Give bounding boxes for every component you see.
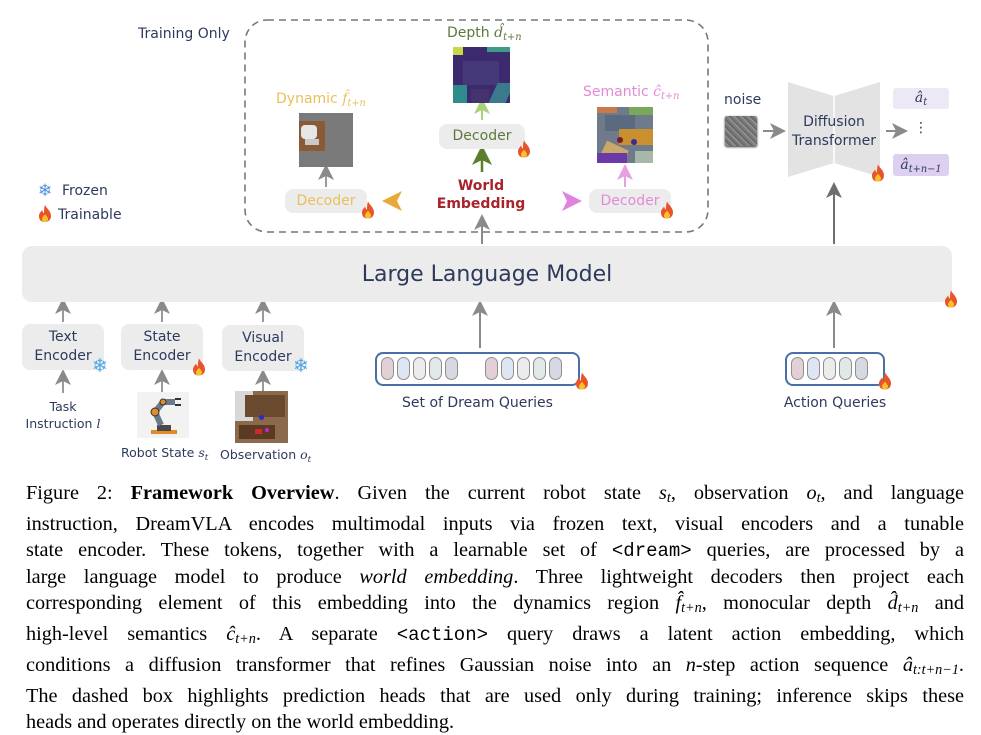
- dynamic-head-title: Dynamic f̂t+n: [276, 91, 366, 109]
- caption-line-4: large language model to produce world em…: [26, 566, 964, 588]
- action-output-ellipsis: ⋮: [914, 120, 928, 136]
- snowflake-icon: ❄: [92, 355, 108, 377]
- dream-query-group-2: [485, 357, 565, 380]
- fire-icon: [879, 372, 891, 390]
- query-token: [517, 357, 530, 380]
- query-token: [855, 357, 868, 380]
- training-only-box: [244, 19, 709, 233]
- query-token: [381, 357, 394, 380]
- fire-icon: [872, 164, 884, 182]
- query-token: [485, 357, 498, 380]
- caption-line-5: corresponding element of this embedding …: [26, 592, 964, 616]
- query-token: [807, 357, 820, 380]
- legend-frozen-label: Frozen: [62, 183, 108, 199]
- legend-trainable-label: Trainable: [58, 207, 122, 223]
- fire-icon: [661, 201, 673, 219]
- fire-icon: [38, 204, 58, 226]
- action-output-first: ât: [893, 88, 949, 109]
- action-queries-label: Action Queries: [783, 395, 887, 411]
- action-output-last: ât+n−1: [893, 154, 949, 176]
- query-token: [533, 357, 546, 380]
- snowflake-icon: ❄: [293, 355, 309, 377]
- dream-queries-label: Set of Dream Queries: [402, 395, 553, 411]
- semantic-head-title: Semantic ĉt+n: [583, 84, 680, 102]
- semantic-prediction-image: [597, 107, 653, 163]
- dream-queries-box: [375, 352, 580, 386]
- large-language-model: Large Language Model: [22, 246, 952, 302]
- caption-line-6: high-level semantics ĉt+n. A separate <a…: [26, 623, 964, 647]
- caption-line-3: state encoder. These tokens, together wi…: [26, 539, 964, 562]
- caption-line-9: heads and operates directly on the world…: [26, 711, 455, 733]
- world-embedding: World Embedding: [436, 178, 526, 212]
- query-token: [549, 357, 562, 380]
- robot-state-label: Robot State st: [121, 445, 209, 463]
- figure-caption: Figure 2: Framework Overview. Given the …: [26, 480, 964, 735]
- fire-icon: [576, 372, 588, 390]
- training-only-label: Training Only: [138, 26, 230, 42]
- diagram-connectors: [55, 19, 908, 393]
- query-token: [501, 357, 514, 380]
- caption-line-7: conditions a diffusion transformer that …: [26, 654, 964, 678]
- depth-prediction-image: [453, 47, 510, 103]
- depth-decoder: Decoder: [439, 124, 525, 149]
- dynamic-prediction-image: [299, 113, 353, 167]
- diffusion-transformer-label: Diffusion Transformer: [791, 114, 876, 149]
- observation-image: [235, 391, 288, 443]
- query-token: [839, 357, 852, 380]
- noise-label: noise: [724, 92, 762, 108]
- task-instruction-input: Task Instruction l: [25, 399, 101, 431]
- fire-icon: [945, 290, 957, 308]
- action-queries-box: [785, 352, 885, 386]
- caption-line-1: Figure 2: Framework Overview. Given the …: [26, 482, 964, 506]
- query-token: [823, 357, 836, 380]
- fire-icon: [518, 140, 530, 158]
- snowflake-icon: ❄: [38, 181, 53, 201]
- action-query-group: [791, 357, 871, 380]
- observation-label: Observation ot: [220, 447, 312, 465]
- query-token: [429, 357, 442, 380]
- fire-icon: [362, 201, 374, 219]
- legend: ❄ Frozen Trainable: [38, 180, 122, 228]
- query-token: [413, 357, 426, 380]
- query-token: [791, 357, 804, 380]
- noise-image: [725, 116, 757, 146]
- caption-line-8: The dashed box highlights prediction hea…: [26, 685, 964, 707]
- state-encoder: State Encoder: [121, 324, 203, 370]
- fire-icon: [193, 358, 205, 376]
- caption-line-2: instruction, DreamVLA encodes multimodal…: [26, 513, 964, 535]
- text-encoder: Text Encoder: [22, 324, 104, 370]
- dynamic-decoder: Decoder: [285, 189, 367, 213]
- visual-encoder: Visual Encoder: [222, 325, 304, 371]
- llm-label: Large Language Model: [361, 261, 613, 287]
- depth-head-title: Depth d̂t+n: [447, 25, 522, 43]
- robot-arm-icon: [137, 392, 189, 438]
- query-token: [445, 357, 458, 380]
- query-token: [397, 357, 410, 380]
- dream-query-group-1: [381, 357, 461, 380]
- semantic-decoder: Decoder: [589, 189, 671, 213]
